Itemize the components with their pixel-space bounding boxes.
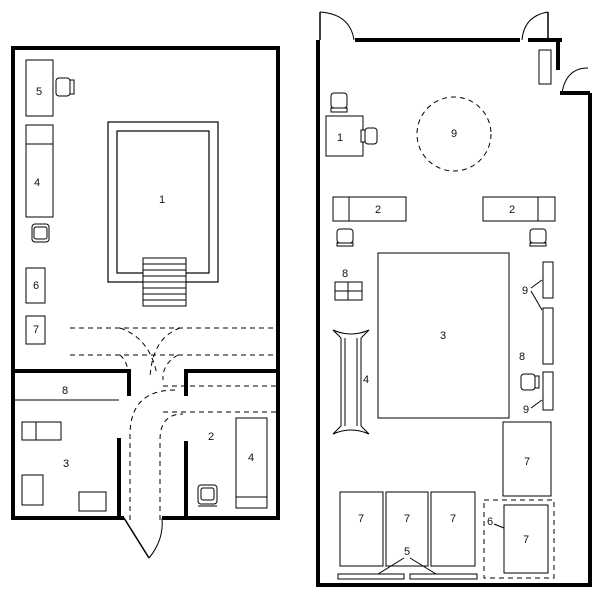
pool-steps [142,257,187,307]
right-floor-plan: 1 9 2 2 3 8 [316,11,592,587]
chair-icon [336,228,354,247]
rail-right [409,573,478,580]
cabinet-lower-label: 9 [523,404,529,416]
bin-d-label: 7 [523,534,529,546]
conveyor [332,329,370,435]
bench-right-label: 2 [509,204,515,216]
unit-6-label: 6 [33,280,39,292]
bin-group-label: 6 [487,516,493,528]
bench-left [25,124,54,218]
bin-c [430,491,476,567]
cabinet-lower [542,371,554,411]
desk [325,115,364,157]
bin-e [502,421,552,497]
room-left-table [21,421,62,441]
unit-7 [25,315,46,345]
pool-label: 1 [159,194,165,206]
rail-left [337,573,405,580]
conveyor-label: 4 [363,374,369,386]
cabinet-upper [542,261,554,299]
door-swing [123,517,163,559]
bench-right [482,196,556,222]
bin-group-outline [483,499,555,579]
desk-label: 1 [337,132,343,144]
item-8-right-label: 8 [519,351,525,363]
circle-zone [416,96,492,172]
item-8-left-label: 8 [342,268,348,280]
cabinet-right [235,417,268,509]
unit-7-label: 7 [33,324,39,336]
left-outer-wall [11,46,280,520]
desk-top-left [25,59,54,117]
bench-left-label: 4 [34,177,40,189]
door-top-left [319,11,355,41]
bin-a [339,491,384,567]
partition-label: 8 [62,385,68,397]
bin-a-label: 7 [358,513,364,525]
chair-icon [330,92,348,113]
chair-icon [31,223,50,243]
chair-icon [529,228,547,247]
cabinet-right-label: 4 [248,452,254,464]
bin-d [503,504,549,574]
table [377,252,510,419]
bin-e-label: 7 [524,456,530,468]
bench-left [332,196,407,222]
rail-label: 5 [404,546,410,558]
door-right [561,67,590,94]
room-left-label: 3 [63,458,69,470]
door-top-right [521,11,549,41]
unit-6 [25,267,46,304]
bin-b [385,491,429,567]
cabinet-upper-label: 9 [522,285,528,297]
bench-left-label: 2 [375,204,381,216]
circle-label: 9 [451,128,457,140]
room-left-box [78,491,107,512]
chair-icon [55,77,75,97]
chair-icon [520,373,540,391]
left-floor-plan: 1 5 4 6 7 [11,46,280,559]
wall-cabinet [538,49,552,85]
table-label: 3 [440,330,446,342]
chair-icon [360,127,378,145]
room-right-label: 2 [208,431,214,443]
walkway-path [70,327,278,520]
cabinet-middle [542,307,554,365]
bin-b-label: 7 [404,513,410,525]
pool-inner [116,130,210,274]
room-left-cabinet [21,474,44,506]
bin-c-label: 7 [450,513,456,525]
chair-icon [197,484,218,507]
interior-walls [13,369,278,518]
desk-top-label: 5 [36,86,42,98]
